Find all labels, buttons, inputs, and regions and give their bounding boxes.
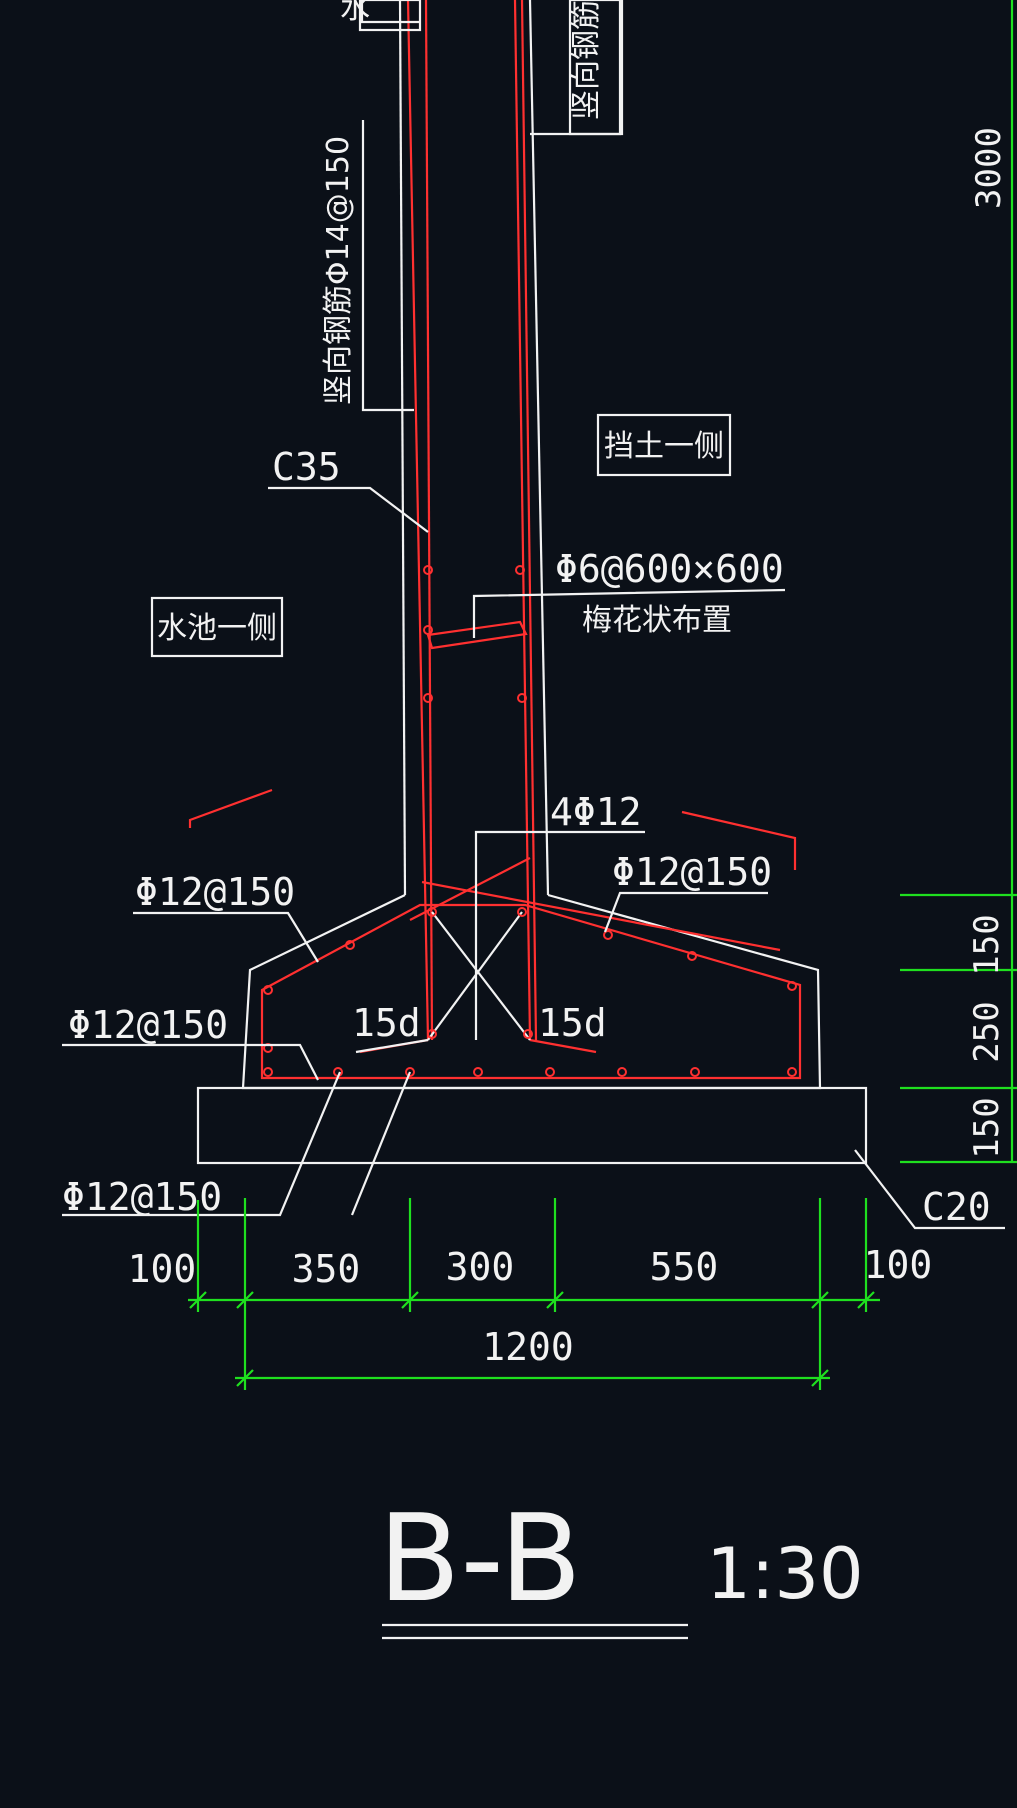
label-box-vertical-top: 竖向钢筋Φ xyxy=(568,0,624,136)
dim-h-3: 300 xyxy=(446,1245,515,1289)
dim-v-2: 250 xyxy=(967,1001,1007,1062)
break-marks xyxy=(188,788,797,870)
rebar-left-slope-label: Φ12@150 xyxy=(135,870,295,914)
svg-text:水池一侧: 水池一侧 xyxy=(157,611,277,646)
rebar-bottom-label: Φ12@150 xyxy=(62,1175,222,1219)
vertical-bar-label: 竖向钢筋Φ14@150 xyxy=(321,136,356,405)
wall-outline xyxy=(398,0,550,896)
footing-outline xyxy=(241,893,822,1090)
label-box-top: 水 xyxy=(340,0,422,32)
concrete-wall-label: C35 xyxy=(272,445,341,489)
vertical-dimension-chain xyxy=(900,0,1017,1164)
dim-h-1: 100 xyxy=(128,1247,197,1291)
title-underline xyxy=(382,1623,688,1640)
dim-height: 3000 xyxy=(969,127,1009,209)
scale-label: 1:30 xyxy=(706,1533,863,1615)
rebar-right-slope-label: Φ12@150 xyxy=(612,850,772,894)
footing-rebar-cage xyxy=(260,903,802,1080)
rebar-dots xyxy=(263,565,797,1077)
dim-h-4: 550 xyxy=(650,1245,719,1289)
concrete-base-label: C20 xyxy=(922,1185,991,1229)
svg-text:水: 水 xyxy=(340,0,370,26)
dim-v-1: 150 xyxy=(967,914,1007,975)
tie-bar-hook xyxy=(426,620,528,650)
section-title: B-B xyxy=(378,1490,582,1629)
label-box-pool-side: 水池一侧 xyxy=(150,596,284,658)
wall-vertical-rebar xyxy=(406,0,538,1041)
dim-h-5: 100 xyxy=(864,1243,933,1287)
dim-total: 1200 xyxy=(482,1325,574,1369)
dim-v-3: 150 xyxy=(967,1097,1007,1158)
horizontal-dimension-chain xyxy=(188,1198,880,1390)
anchor-right-label: 15d xyxy=(538,1001,607,1045)
svg-text:挡土一侧: 挡土一侧 xyxy=(604,429,724,464)
corner-bars-label: 4Φ12 xyxy=(550,790,642,834)
tie-bar-label: Φ6@600×600 xyxy=(555,547,784,591)
svg-text:竖向钢筋Φ: 竖向钢筋Φ xyxy=(569,0,604,120)
anchor-left-label: 15d xyxy=(352,1001,421,1045)
rebar-side-label: Φ12@150 xyxy=(68,1003,228,1047)
tie-layout-label: 梅花状布置 xyxy=(582,603,732,638)
label-box-soil-side: 挡土一侧 xyxy=(596,413,732,477)
blinding-slab xyxy=(196,1086,868,1165)
leader-lines xyxy=(62,0,1005,1230)
dim-h-2: 350 xyxy=(292,1247,361,1291)
